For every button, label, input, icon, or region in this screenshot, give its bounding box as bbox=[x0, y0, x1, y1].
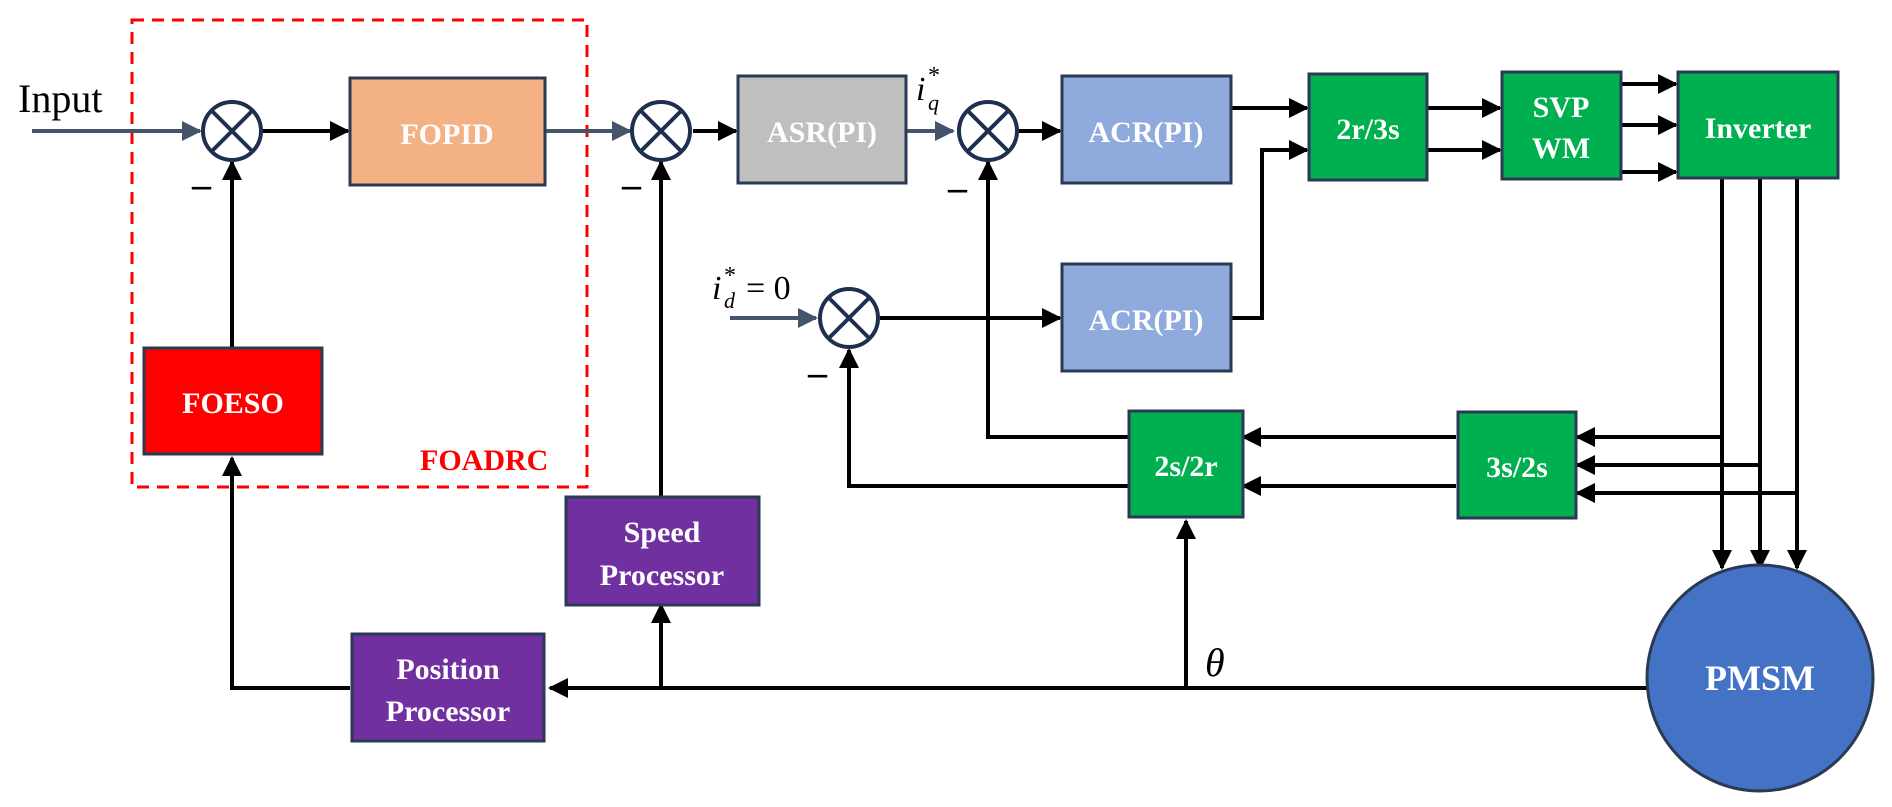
iq-ref-subscript: q bbox=[928, 90, 939, 115]
transform-2s2r-block bbox=[1127, 409, 1245, 519]
wire-iq-feedback bbox=[978, 160, 1128, 439]
speed-processor-block bbox=[564, 495, 761, 607]
foeso-label: FOESO bbox=[182, 387, 284, 420]
theta-label: θ bbox=[1205, 640, 1225, 685]
id-ref-value: = 0 bbox=[746, 270, 791, 307]
id-ref-symbol: i bbox=[712, 270, 721, 307]
minus-sign-sum3: – bbox=[947, 167, 968, 209]
id-ref-superscript: * bbox=[724, 263, 736, 289]
summing-junction-4 bbox=[818, 287, 880, 349]
wire-position-foeso bbox=[222, 456, 350, 690]
acr-q-block bbox=[1060, 74, 1233, 185]
position-processor-block bbox=[350, 632, 546, 743]
transform-3s2s-label: 3s/2s bbox=[1486, 451, 1548, 484]
svpwm-label-line2: WM bbox=[1532, 132, 1590, 165]
iq-ref-symbol: i bbox=[916, 71, 925, 108]
svpwm-block bbox=[1500, 70, 1623, 181]
foadrc-group-border bbox=[130, 18, 589, 489]
wire-id-feedback bbox=[839, 348, 1128, 488]
iq-ref-superscript: * bbox=[928, 63, 940, 89]
inverter-block bbox=[1676, 70, 1840, 180]
transform-2r3s-label: 2r/3s bbox=[1336, 113, 1399, 146]
id-ref-subscript: d bbox=[724, 288, 736, 313]
input-label: Input bbox=[18, 76, 102, 121]
foeso-block bbox=[142, 346, 324, 456]
inverter-label: Inverter bbox=[1705, 112, 1812, 145]
summing-junction-1 bbox=[201, 100, 263, 162]
wire-acrd-2r3s bbox=[1231, 140, 1309, 320]
pmsm-motor bbox=[1645, 563, 1875, 793]
summing-junction-2 bbox=[630, 100, 692, 162]
transform-2r3s-block bbox=[1307, 72, 1429, 182]
acr-q-label: ACR(PI) bbox=[1089, 116, 1204, 149]
position-processor-line1: Position bbox=[396, 653, 500, 686]
speed-processor-line1: Speed bbox=[624, 516, 701, 549]
pmsm-label: PMSM bbox=[1705, 658, 1815, 698]
fopid-label: FOPID bbox=[400, 118, 493, 151]
transform-2s2r-label: 2s/2r bbox=[1154, 450, 1217, 483]
acr-d-block bbox=[1060, 262, 1233, 373]
acr-d-label: ACR(PI) bbox=[1089, 304, 1204, 337]
transform-3s2s-block bbox=[1456, 410, 1578, 520]
asr-label: ASR(PI) bbox=[767, 116, 877, 149]
position-processor-line2: Processor bbox=[386, 695, 510, 728]
foadrc-label: FOADRC bbox=[420, 444, 548, 477]
minus-sign-sum2: – bbox=[621, 164, 642, 206]
fopid-block bbox=[348, 76, 547, 187]
speed-processor-line2: Processor bbox=[600, 559, 724, 592]
minus-sign-sum1: – bbox=[191, 164, 212, 206]
summing-junction-3 bbox=[957, 100, 1019, 162]
minus-sign-sum4: – bbox=[807, 352, 828, 394]
svpwm-label-line1: SVP bbox=[1533, 91, 1590, 124]
asr-block bbox=[736, 74, 908, 185]
